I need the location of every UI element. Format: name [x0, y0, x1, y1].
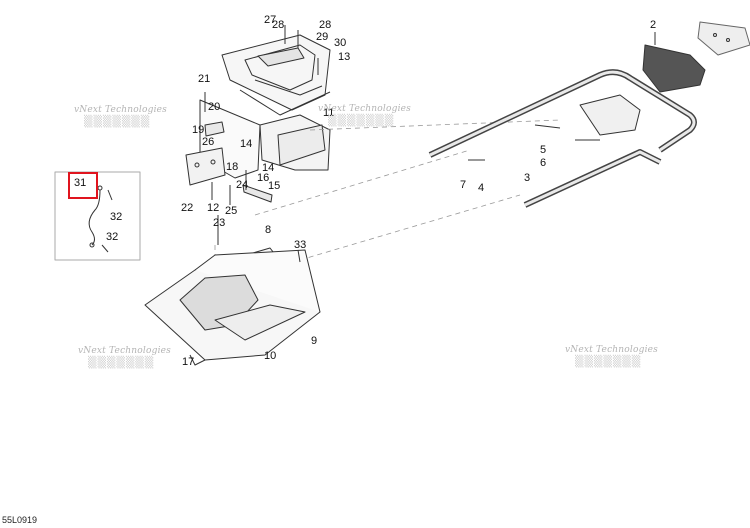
- rear-rack-cover: [144, 247, 321, 366]
- watermark-decoration: ▒▒▒▒▒▒▒: [88, 356, 155, 369]
- rail-frame: [428, 69, 697, 208]
- watermark-decoration: ▒▒▒▒▒▒▒: [328, 114, 395, 127]
- part-callout-28: 28: [272, 19, 285, 31]
- part-callout-33: 33: [294, 239, 307, 251]
- part-callout-11: 11: [323, 107, 335, 119]
- part-callout-20: 20: [208, 101, 221, 113]
- part-callout-23: 23: [213, 217, 226, 229]
- part-callout-2: 2: [650, 19, 657, 31]
- drawing-code: 55L0919: [2, 515, 38, 525]
- part-callout-22: 22: [181, 202, 194, 214]
- part-callout-29: 29: [316, 31, 329, 43]
- part-callout-3: 3: [524, 172, 531, 184]
- part-callout-5: 5: [540, 144, 547, 156]
- part-callout-8: 8: [265, 224, 272, 236]
- watermark: vNext Technologies▒▒▒▒▒▒▒: [318, 104, 412, 127]
- part-callout-24: 24: [236, 179, 249, 191]
- part-callout-30: 30: [334, 37, 347, 49]
- top-mount-plate: [221, 25, 331, 116]
- part-callout-7: 7: [460, 179, 467, 191]
- watermark: vNext Technologies▒▒▒▒▒▒▒: [74, 105, 168, 128]
- part-callout-14: 14: [262, 162, 275, 174]
- bracket-assembly: [185, 92, 331, 245]
- part-callout-4: 4: [478, 182, 485, 194]
- part-callout-27: 27: [264, 14, 277, 26]
- part-callout-32: 32: [110, 211, 123, 223]
- part-callout-21: 21: [198, 73, 211, 85]
- part-highlight-box: [68, 172, 98, 199]
- part-callout-14: 14: [240, 138, 253, 150]
- part-callout-10: 10: [264, 350, 277, 362]
- part-callout-31: 31: [74, 177, 87, 189]
- part-callout-25: 25: [225, 205, 238, 217]
- part-callout-6: 6: [540, 157, 547, 169]
- part-callout-15: 15: [268, 180, 281, 192]
- part-callout-19: 19: [192, 124, 205, 136]
- part-callout-28: 28: [319, 19, 332, 31]
- watermark: vNext Technologies▒▒▒▒▒▒▒: [78, 346, 172, 369]
- part-callout-26: 26: [202, 136, 215, 148]
- part-callout-17: 17: [182, 356, 195, 368]
- part-callout-18: 18: [226, 161, 239, 173]
- tail-bag: [642, 21, 750, 93]
- part-callout-16: 16: [257, 172, 270, 184]
- watermark-decoration: ▒▒▒▒▒▒▒: [84, 115, 151, 128]
- part-callout-32: 32: [106, 231, 119, 243]
- part-callout-9: 9: [311, 335, 318, 347]
- part-callout-12: 12: [207, 202, 220, 214]
- part-callout-13: 13: [338, 51, 351, 63]
- watermark: vNext Technologies▒▒▒▒▒▒▒: [565, 345, 659, 368]
- watermark-decoration: ▒▒▒▒▒▒▒: [575, 355, 642, 368]
